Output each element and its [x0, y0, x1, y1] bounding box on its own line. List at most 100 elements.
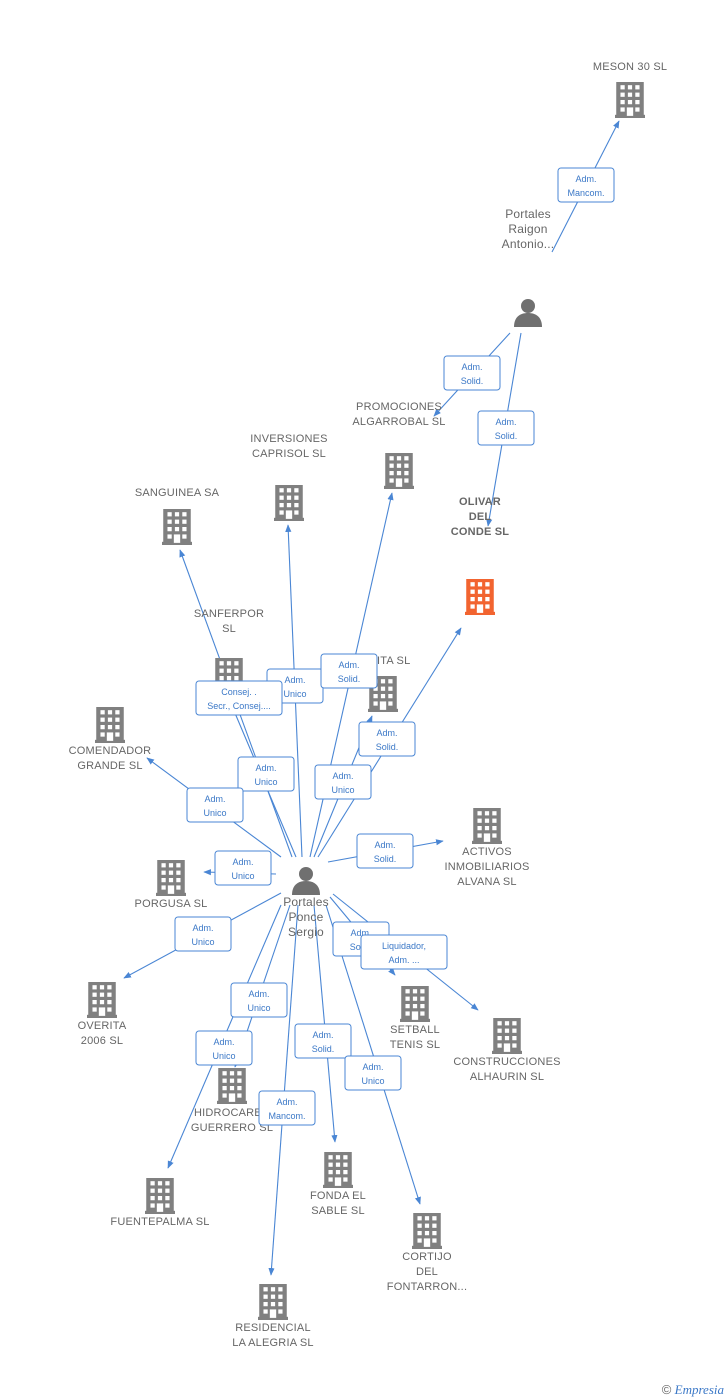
relation-label-sergio-sanguinea[interactable]: Adm.Unico	[237, 756, 295, 792]
relation-label-line: Solid.	[312, 1044, 335, 1054]
node-label-construcciones: ALHAURIN SL	[470, 1071, 544, 1083]
node-residencial[interactable]: RESIDENCIAL LA ALEGRIA SL	[232, 1284, 314, 1349]
relation-label-line: Solid.	[461, 376, 484, 386]
node-label-sergio: Ponce	[288, 910, 323, 924]
relation-label-sergio-comendador[interactable]: Adm.Unico	[186, 787, 244, 823]
node-label-residencial: LA ALEGRIA SL	[232, 1337, 314, 1349]
relation-label-line: Adm.	[338, 660, 359, 670]
node-comendador[interactable]: COMENDADOR GRANDE SL	[69, 707, 152, 772]
relation-label-sergio-jadita[interactable]: Adm.Unico	[314, 764, 372, 800]
node-label-comendador: COMENDADOR	[69, 745, 152, 757]
node-label-cortijo: CORTIJO	[402, 1251, 452, 1263]
footer: © Empresia	[662, 1382, 724, 1398]
building-icon	[162, 509, 192, 545]
node-label-fuentepalma: FUENTEPALMA SL	[110, 1216, 209, 1228]
building-icon	[323, 1152, 353, 1188]
relation-label-line: Liquidador,	[382, 941, 426, 951]
relation-label-line: Adm.	[332, 771, 353, 781]
node-sanguinea[interactable]: SANGUINEA SA	[135, 487, 220, 545]
node-label-cortijo: FONTARRON...	[387, 1281, 467, 1293]
building-icon	[87, 982, 117, 1018]
relation-labels-layer: Adm.Mancom.Adm.Solid.Adm.Solid.Adm.Unico…	[174, 167, 615, 1126]
node-label-olivar: CONDE SL	[451, 526, 510, 538]
node-label-residencial: RESIDENCIAL	[235, 1322, 311, 1334]
building-icon	[472, 808, 502, 844]
relation-label-line: Unico	[191, 937, 214, 947]
building-icon	[492, 1018, 522, 1054]
node-label-fonda: FONDA EL	[310, 1190, 366, 1202]
copyright-symbol: ©	[661, 1382, 672, 1397]
building-icon	[412, 1213, 442, 1249]
relation-label-raigon-meson[interactable]: Adm.Mancom.	[557, 167, 615, 203]
relation-label-sergio-promociones[interactable]: Adm. Solid.	[320, 653, 378, 689]
relation-label-sergio-fuentepalma[interactable]: Adm.Unico	[195, 1030, 253, 1066]
relation-label-line: Adm.	[374, 840, 395, 850]
relation-label-sergio-hidrocarbu[interactable]: Adm.Unico	[230, 982, 288, 1018]
node-label-hidrocarbu: GUERRERO SL	[191, 1122, 273, 1134]
relation-label-line: Solid.	[338, 674, 361, 684]
relation-label-sergio-overita[interactable]: Adm.Unico	[174, 916, 232, 952]
relation-label-sergio-activos[interactable]: Adm.Solid.	[356, 833, 414, 869]
node-label-sanguinea: SANGUINEA SA	[135, 487, 220, 499]
edge-sergio-residencial	[268, 904, 299, 1276]
node-label-setball: TENIS SL	[390, 1039, 441, 1051]
relation-label-sergio-fonda[interactable]: Adm. Solid.	[294, 1023, 352, 1059]
relation-label-line: Adm.	[276, 1097, 297, 1107]
node-label-hidrocarbu: HIDROCARBU	[194, 1107, 270, 1119]
node-label-raigon: Raigon	[508, 222, 547, 236]
relation-label-line: Adm.	[204, 794, 225, 804]
relation-label-line: Adm.	[350, 928, 371, 938]
person-icon	[292, 867, 320, 895]
node-setball[interactable]: SETBALL TENIS SL	[390, 986, 441, 1051]
node-label-fonda: SABLE SL	[311, 1205, 365, 1217]
relation-label-raigon-promociones[interactable]: Adm.Solid.	[443, 355, 501, 391]
relation-label-line: Adm.	[248, 989, 269, 999]
relation-label-line: Adm.	[495, 417, 516, 427]
building-icon	[400, 986, 430, 1022]
person-icon	[514, 299, 542, 327]
building-icon	[95, 707, 125, 743]
relation-label-line: Solid.	[495, 431, 518, 441]
node-label-raigon: Portales	[505, 207, 551, 221]
relation-label-line: Unico	[212, 1051, 235, 1061]
node-hidrocarbu[interactable]: HIDROCARBU GUERRERO SL	[191, 1068, 273, 1134]
node-fuentepalma[interactable]: FUENTEPALMA SL	[110, 1178, 209, 1228]
relation-label-raigon-olivar[interactable]: Adm. Solid.	[477, 410, 535, 446]
building-icon	[156, 860, 186, 896]
relation-label-line: Consej. .	[221, 687, 257, 697]
building-icon	[465, 579, 495, 615]
relation-label-line: Adm.	[255, 763, 276, 773]
node-label-setball: SETBALL	[390, 1024, 440, 1036]
node-label-inversiones: INVERSIONES	[250, 433, 327, 445]
node-label-sergio: Portales	[283, 895, 329, 909]
node-label-comendador: GRANDE SL	[77, 760, 142, 772]
node-cortijo[interactable]: CORTIJO DEL FONTARRON...	[387, 1213, 467, 1293]
empresia-logo[interactable]: Empresia	[674, 1382, 724, 1397]
relation-label-sergio-cortijo[interactable]: Adm.Unico	[344, 1055, 402, 1091]
relation-label-sergio-porgusa[interactable]: Adm.Unico	[214, 850, 272, 886]
relation-label-line: Adm.	[284, 675, 305, 685]
relation-label-line: Adm.	[312, 1030, 333, 1040]
node-label-olivar: OLIVAR	[459, 496, 501, 508]
relation-label-sergio-residencial[interactable]: Adm.Mancom.	[258, 1090, 316, 1126]
relation-label-line: Unico	[361, 1076, 384, 1086]
relation-label-line: Mancom.	[567, 188, 604, 198]
node-fonda[interactable]: FONDA EL SABLE SL	[310, 1152, 366, 1217]
relation-label-sergio-olivar[interactable]: Adm.Solid.	[358, 721, 416, 757]
node-label-cortijo: DEL	[416, 1266, 438, 1278]
node-meson[interactable]: MESON 30 SL	[593, 61, 667, 118]
relation-label-sergio-construcciones[interactable]: Liquidador,Adm. ...	[360, 934, 448, 970]
node-porgusa[interactable]: PORGUSA SL	[135, 860, 208, 910]
relation-label-sergio-sanferpor[interactable]: Consej. .Secr., Consej....	[195, 680, 283, 716]
node-raigon[interactable]: PortalesRaigonAntonio...	[502, 207, 555, 327]
